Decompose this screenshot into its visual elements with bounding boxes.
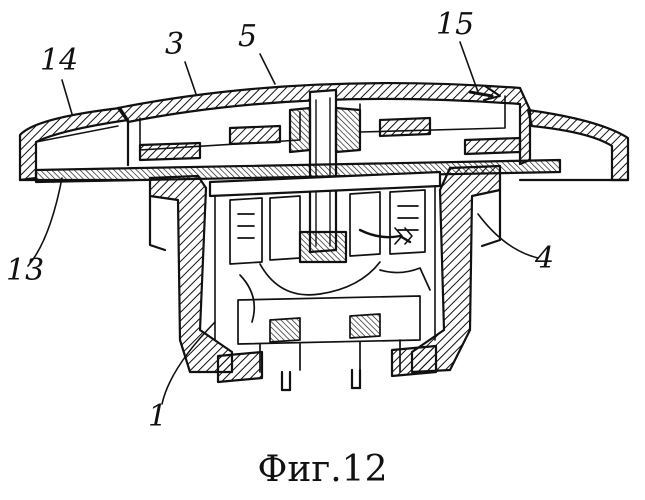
terminals: [218, 346, 436, 390]
reference-numeral-1: 1: [148, 402, 167, 432]
figure-caption: Фиг.12: [0, 450, 645, 490]
reference-numeral-15: 15: [436, 10, 474, 40]
reference-numeral-13: 13: [6, 256, 44, 286]
reference-numeral-3: 3: [165, 30, 184, 60]
reference-numeral-4: 4: [535, 244, 554, 274]
reference-numeral-14: 14: [40, 46, 78, 76]
reference-numeral-5: 5: [238, 22, 257, 52]
